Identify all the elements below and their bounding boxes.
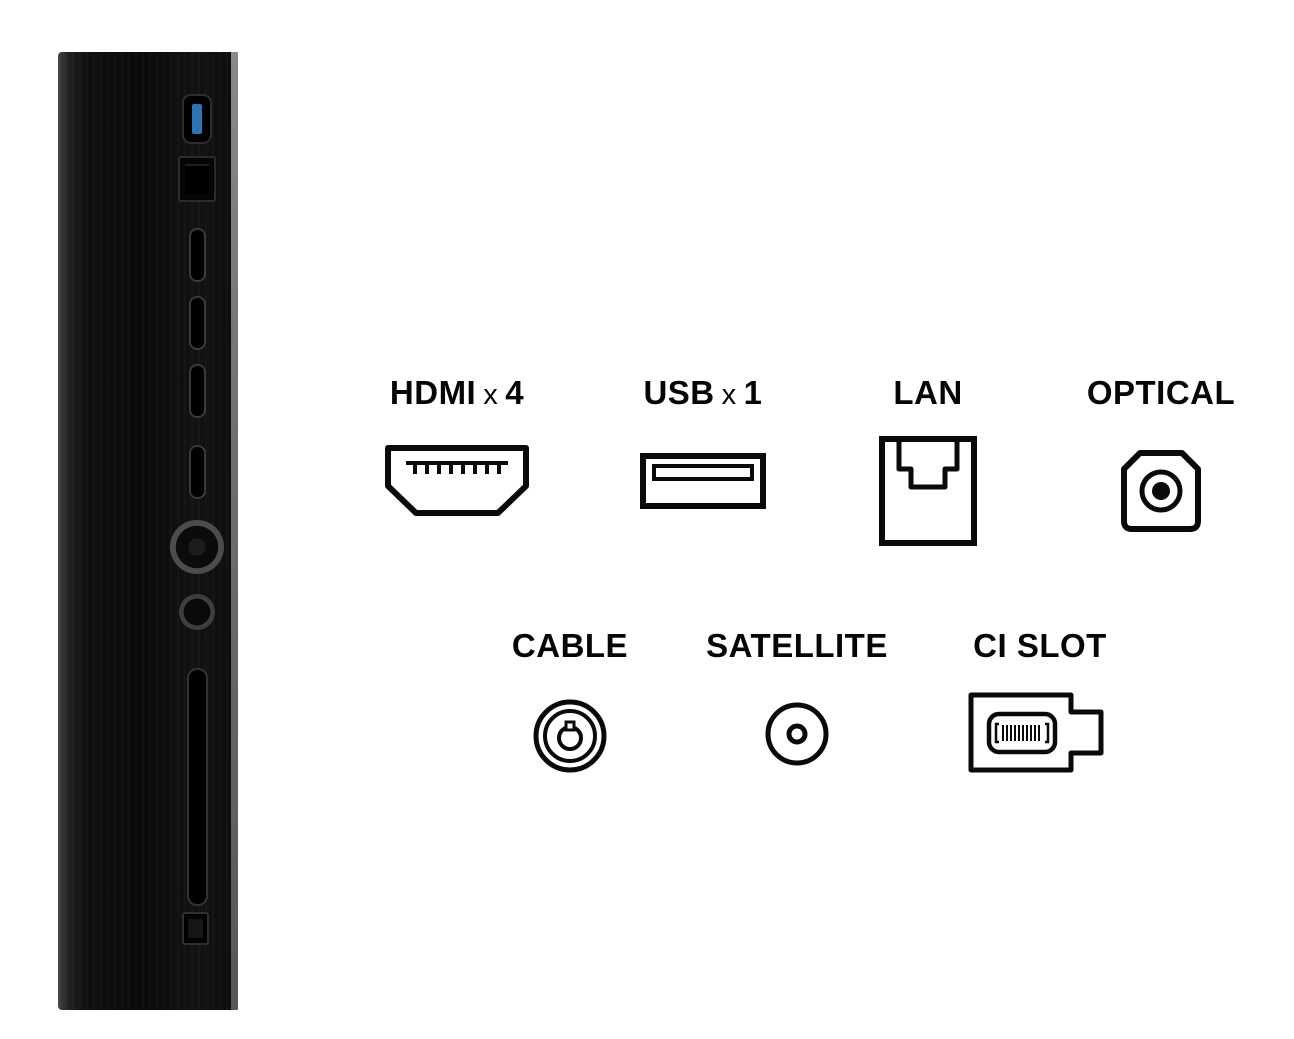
cable-coax-port: [170, 520, 224, 574]
hdmi-port-3: [189, 364, 206, 418]
small-bottom-port-opening: [188, 919, 203, 938]
legend-ci-slot: CI SLOT: [930, 627, 1150, 780]
lan-label: LAN: [818, 374, 1038, 412]
satellite-label-name: SATELLITE: [706, 627, 888, 664]
optical-label-name: OPTICAL: [1086, 374, 1236, 411]
usb-port-tongue: [192, 104, 202, 134]
satellite-port: [179, 594, 215, 630]
hdmi-label-count: 4: [505, 374, 525, 411]
hdmi-port-1: [189, 228, 206, 282]
lan-port-opening: [185, 164, 209, 194]
ci-slot-label: CI SLOT: [930, 627, 1150, 665]
cable-label-name: CABLE: [511, 627, 629, 664]
usb-label-count: 1: [743, 374, 763, 411]
legend-satellite: SATELLITE: [687, 627, 907, 767]
hdmi-port-4: [189, 445, 206, 499]
hdmi-label-times: x: [483, 379, 499, 411]
optical-icon: [1051, 445, 1271, 535]
satellite-label: SATELLITE: [687, 627, 907, 665]
usb-icon: [593, 452, 813, 510]
usb-label-name: USB: [643, 374, 715, 411]
tv-bezel-edge: [231, 52, 238, 1010]
legend-optical: OPTICAL: [1051, 374, 1271, 535]
lan-label-name: LAN: [893, 374, 963, 411]
cable-label: CABLE: [460, 627, 680, 665]
ci-slot-port: [187, 668, 208, 906]
usb-label-times: x: [721, 379, 737, 411]
lan-port: [178, 156, 216, 202]
small-bottom-port: [182, 912, 209, 945]
hdmi-label-name: HDMI: [389, 374, 477, 411]
hdmi-port-2: [189, 296, 206, 350]
lan-icon: [818, 435, 1038, 547]
optical-label: OPTICAL: [1051, 374, 1271, 412]
ci-slot-label-name: CI SLOT: [973, 627, 1107, 664]
ci-slot-icon: [930, 685, 1150, 780]
tv-side-panel: [58, 52, 238, 1010]
legend-lan: LAN: [818, 374, 1038, 547]
legend-cable: CABLE: [460, 627, 680, 775]
cable-icon: [460, 697, 680, 775]
usb-port: [182, 94, 212, 144]
satellite-icon: [687, 701, 907, 767]
hdmi-icon: [347, 442, 567, 518]
